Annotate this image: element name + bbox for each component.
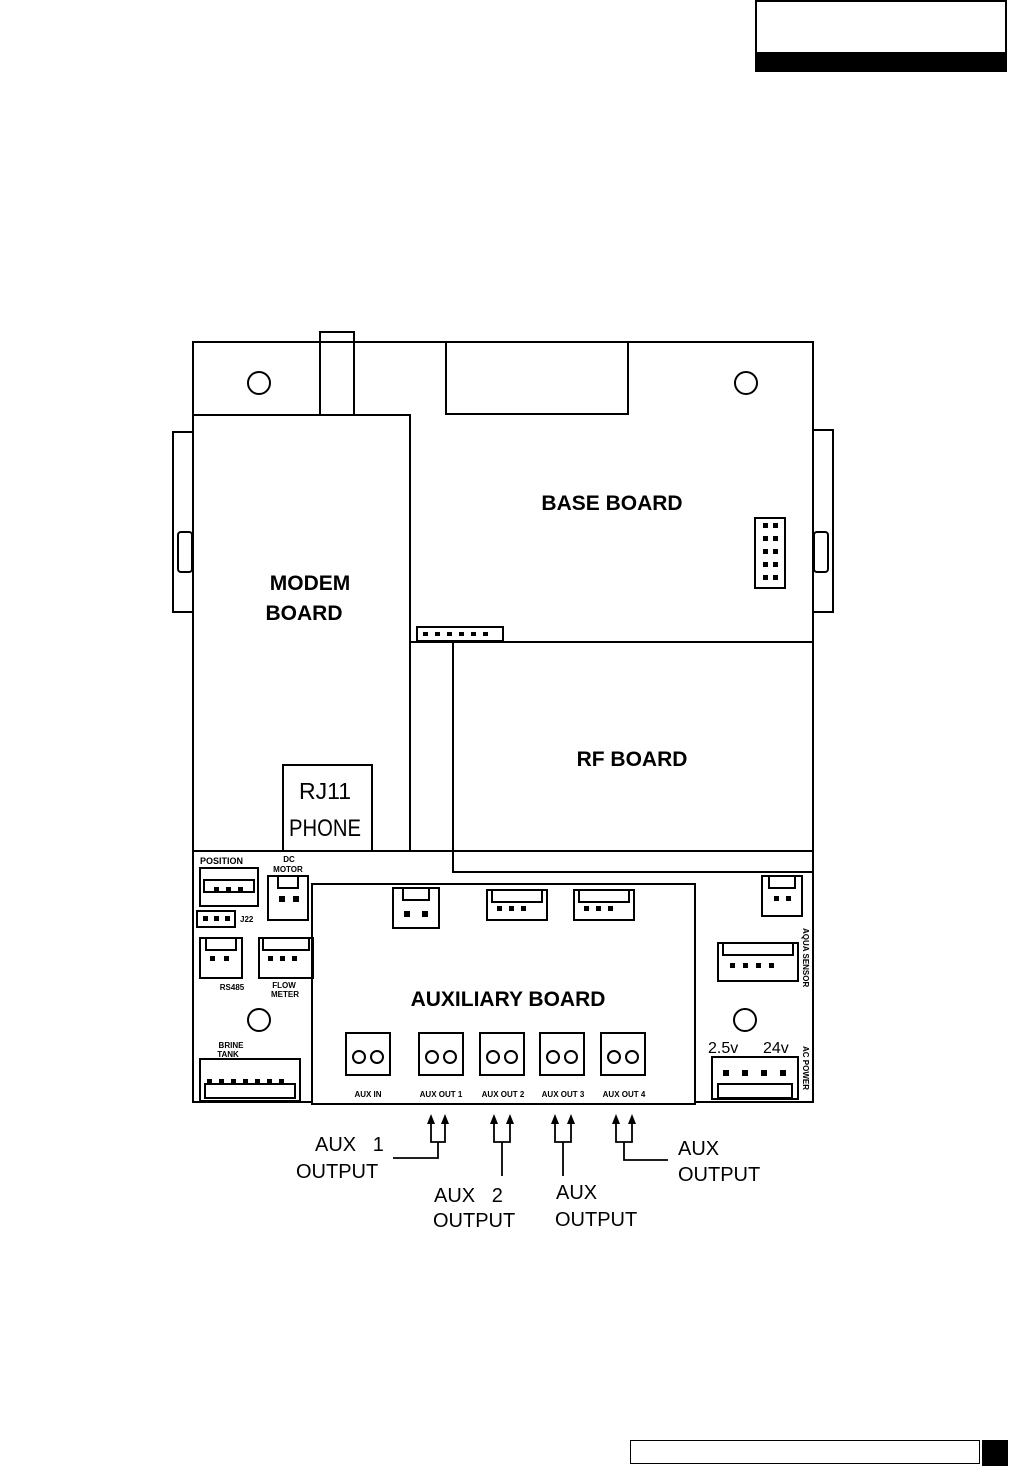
ac-power-connector [712, 1057, 798, 1099]
mounting-hole [248, 1009, 270, 1031]
base-header [755, 518, 785, 588]
aqua-sensor-connector-lip [723, 943, 793, 955]
callout-aux1-line2: OUTPUT [296, 1161, 378, 1183]
ac-power-connector-lip [718, 1084, 792, 1098]
brine-tank-connector-lip [205, 1084, 295, 1098]
base-board-label: BASE BOARD [541, 492, 682, 515]
mounting-hole [248, 372, 270, 394]
terminal-label-aux-out-4: AUX OUT 4 [603, 1090, 646, 1099]
modem-board-label-line1: MODEM [270, 572, 351, 595]
aqua-sensor-connector [718, 943, 798, 981]
small-connector-right-lip [769, 876, 795, 888]
flow-meter-connector-lip [263, 938, 309, 950]
terminal-label-aux-out-2: AUX OUT 2 [482, 1090, 525, 1099]
voltage-label-24v: 24v [763, 1040, 789, 1057]
auxiliary-board-label: AUXILIARY BOARD [411, 988, 606, 1011]
terminal-label-aux-out-1: AUX OUT 1 [420, 1090, 463, 1099]
j22-label: J22 [240, 915, 254, 924]
rj11-label: RJ11 [299, 778, 351, 804]
brine-tank-connector [200, 1059, 300, 1101]
voltage-label-2-5v: 2.5v [708, 1040, 738, 1057]
footer-page-block [982, 1440, 1008, 1466]
callout-aux2-line2: OUTPUT [433, 1210, 515, 1232]
dc-motor-connector-lip [278, 876, 298, 888]
callout-aux2-line1: AUX 2 [434, 1185, 503, 1207]
position-label: POSITION [200, 856, 243, 866]
right-clip-latch [814, 532, 828, 572]
ac-power-label: AC POWER [801, 1046, 810, 1090]
terminal-label-aux-out-3: AUX OUT 3 [542, 1090, 585, 1099]
callout-aux4-line1: AUX [678, 1138, 719, 1160]
left-clip [173, 432, 193, 612]
base-top-connector [446, 342, 628, 414]
flow-meter-label-line1: FLOW [272, 981, 296, 990]
callout-aux4-line2: OUTPUT [678, 1164, 760, 1186]
mounting-hole [735, 372, 757, 394]
dc-motor-label-line2: MOTOR [273, 865, 303, 874]
dc-motor-label-line1: DC [283, 855, 295, 864]
rs485-label: RS485 [220, 983, 245, 992]
footer-box [630, 1440, 980, 1464]
phone-label: PHONE [289, 815, 361, 842]
dc-motor-connector [268, 876, 308, 920]
modem-antenna-stub [320, 332, 354, 416]
brine-tank-label-line2: TANK [217, 1050, 239, 1059]
modem-board-label-line2: BOARD [266, 602, 343, 625]
callout-aux1-line1: AUX 1 [315, 1134, 384, 1156]
mounting-hole [734, 1009, 756, 1031]
aqua-sensor-label: AQUA SENSOR [801, 928, 810, 987]
callout-aux3-line1: AUX [556, 1182, 597, 1204]
rf-board-label: RF BOARD [577, 748, 688, 771]
right-clip [813, 430, 833, 612]
rs485-connector-lip [206, 938, 236, 950]
brine-tank-label-line1: BRINE [219, 1041, 245, 1050]
left-clip-latch [178, 532, 192, 572]
flow-meter-label-line2: METER [271, 990, 299, 999]
terminal-label-aux-in: AUX IN [354, 1090, 381, 1099]
flow-meter-connector [259, 938, 313, 978]
callout-aux3-line2: OUTPUT [555, 1209, 637, 1231]
